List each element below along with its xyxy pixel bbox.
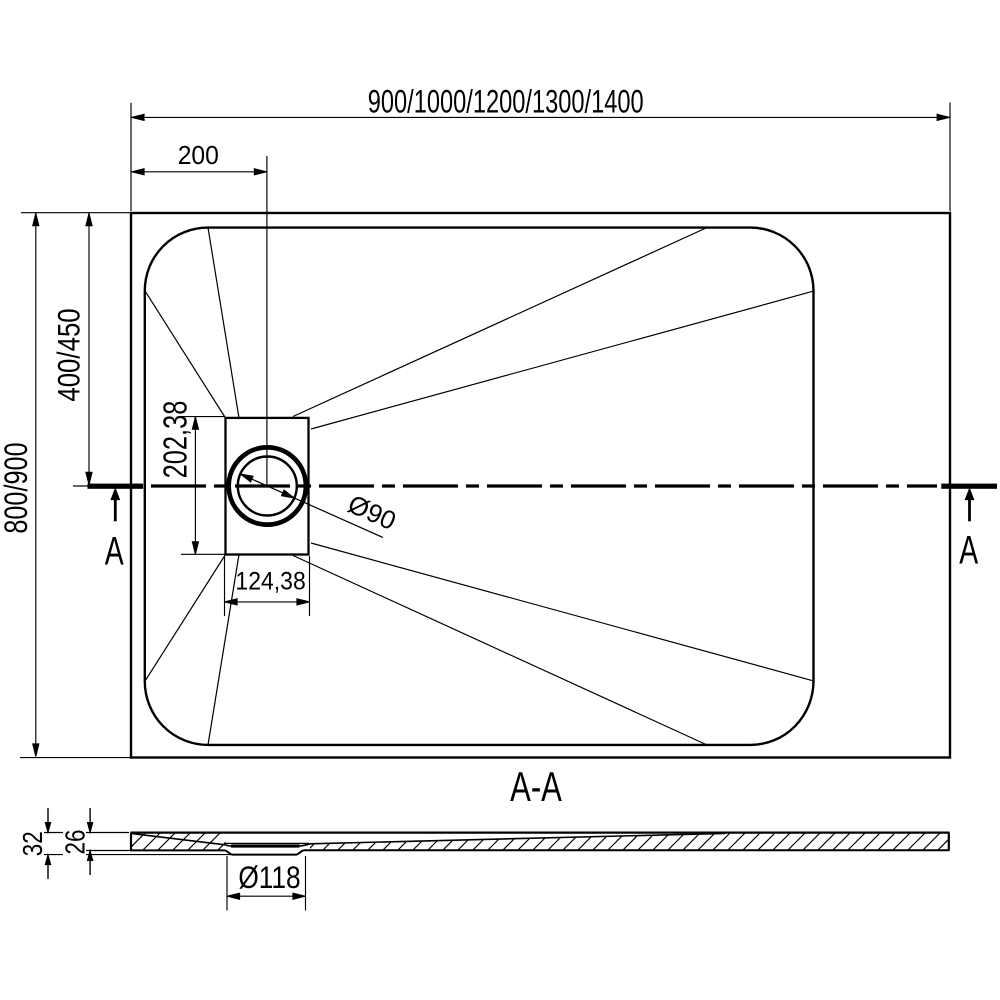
svg-text:26: 26: [60, 830, 91, 855]
svg-text:124,38: 124,38: [235, 567, 305, 595]
svg-text:Ø90: Ø90: [344, 489, 401, 536]
svg-text:A: A: [959, 529, 979, 573]
svg-text:202,38: 202,38: [157, 401, 194, 479]
svg-text:A: A: [105, 530, 125, 574]
svg-text:A-A: A-A: [510, 764, 562, 811]
svg-text:Ø118: Ø118: [238, 861, 300, 896]
svg-text:900/1000/1200/1300/1400: 900/1000/1200/1300/1400: [368, 84, 644, 121]
svg-text:200: 200: [178, 141, 219, 170]
svg-text:400/450: 400/450: [52, 308, 87, 401]
svg-text:32: 32: [18, 831, 49, 856]
svg-text:800/900: 800/900: [0, 442, 35, 533]
